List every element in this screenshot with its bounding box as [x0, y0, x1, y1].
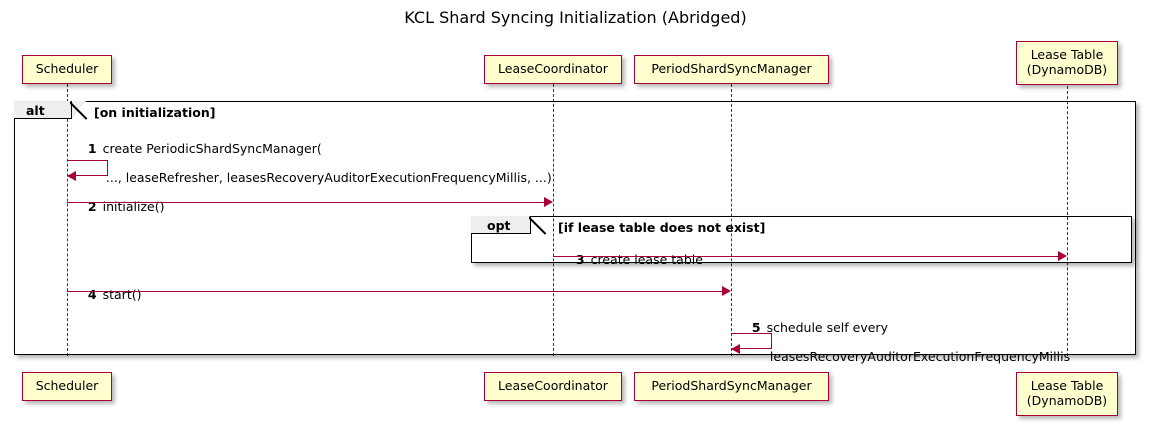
- participant-label: Lease Table (DynamoDB): [1026, 47, 1108, 77]
- message-5-arrow-head: [731, 344, 740, 354]
- participant-lease-coordinator-top[interactable]: LeaseCoordinator: [484, 55, 622, 84]
- message-5-line2: leasesRecoveryAuditorExecutionFrequencyM…: [769, 349, 1071, 365]
- participant-period-shard-sync-manager-bottom[interactable]: PeriodShardSyncManager: [634, 372, 829, 401]
- message-2-label: 2 initialize(): [72, 185, 165, 229]
- participant-lease-table-top[interactable]: Lease Table (DynamoDB): [1016, 41, 1118, 85]
- page-title: KCL Shard Syncing Initialization (Abridg…: [404, 8, 747, 27]
- opt-frame-tab-label: opt: [487, 218, 511, 233]
- message-5-line1: schedule self every: [766, 319, 888, 335]
- message-4-line: [67, 291, 722, 292]
- message-4-line1: start(): [102, 286, 142, 302]
- participant-label: Lease Table (DynamoDB): [1026, 378, 1108, 408]
- message-5-number: 5: [751, 319, 761, 335]
- opt-frame: [471, 216, 1132, 263]
- message-3-line1: create lease table: [590, 251, 703, 267]
- participant-label: PeriodShardSyncManager: [651, 61, 812, 77]
- message-1-arrow-head: [67, 171, 76, 181]
- lifeline-period-shard-sync-manager: [731, 84, 732, 356]
- message-3-arrow-head: [1058, 251, 1067, 261]
- participant-lease-table-bottom[interactable]: Lease Table (DynamoDB): [1016, 372, 1118, 416]
- alt-frame-tab: [14, 101, 72, 119]
- message-2-line1: initialize(): [102, 198, 165, 214]
- message-3-number: 3: [575, 251, 585, 267]
- message-3-line: [553, 256, 1058, 257]
- message-4-arrow-head: [722, 286, 731, 296]
- lifeline-lease-table: [1067, 86, 1068, 356]
- lifeline-lease-coordinator: [553, 84, 554, 356]
- participant-label: Scheduler: [35, 378, 99, 394]
- opt-frame-condition: [if lease table does not exist]: [558, 220, 766, 235]
- participant-label: LeaseCoordinator: [498, 61, 608, 77]
- participant-scheduler-bottom[interactable]: Scheduler: [22, 372, 112, 401]
- message-4-label: 4 start(): [72, 273, 142, 317]
- opt-frame-tab-diagonal: [529, 215, 549, 235]
- message-3-label: 3 create lease table: [560, 238, 703, 282]
- alt-frame-tab-label: alt: [26, 103, 45, 118]
- alt-frame-tab-diagonal: [70, 100, 90, 120]
- alt-frame: [14, 101, 1136, 355]
- message-4-number: 4: [87, 286, 97, 302]
- message-1-self-loop: [67, 160, 108, 176]
- message-2-line: [67, 202, 544, 203]
- participant-label: LeaseCoordinator: [498, 378, 608, 394]
- message-1-number: 1: [87, 140, 97, 156]
- message-5-label: 5 schedule self every leasesRecoveryAudit…: [736, 306, 1070, 380]
- message-2-number: 2: [87, 198, 97, 214]
- lifeline-scheduler: [67, 84, 68, 356]
- participant-label: PeriodShardSyncManager: [651, 378, 812, 394]
- message-1-line2: ..., leaseRefresher, leasesRecoveryAudit…: [105, 170, 552, 186]
- message-1-label: 1 create PeriodicShardSyncManager( ..., l…: [72, 127, 552, 201]
- opt-frame-tab: [471, 216, 531, 234]
- message-5-self-loop: [731, 333, 772, 349]
- participant-lease-coordinator-bottom[interactable]: LeaseCoordinator: [484, 372, 622, 401]
- message-1-line1: create PeriodicShardSyncManager(: [102, 140, 322, 156]
- participant-scheduler-top[interactable]: Scheduler: [22, 55, 112, 84]
- message-2-arrow-head: [544, 197, 553, 207]
- participant-label: Scheduler: [35, 61, 99, 77]
- participant-period-shard-sync-manager-top[interactable]: PeriodShardSyncManager: [634, 55, 829, 84]
- alt-frame-condition: [on initialization]: [94, 105, 216, 120]
